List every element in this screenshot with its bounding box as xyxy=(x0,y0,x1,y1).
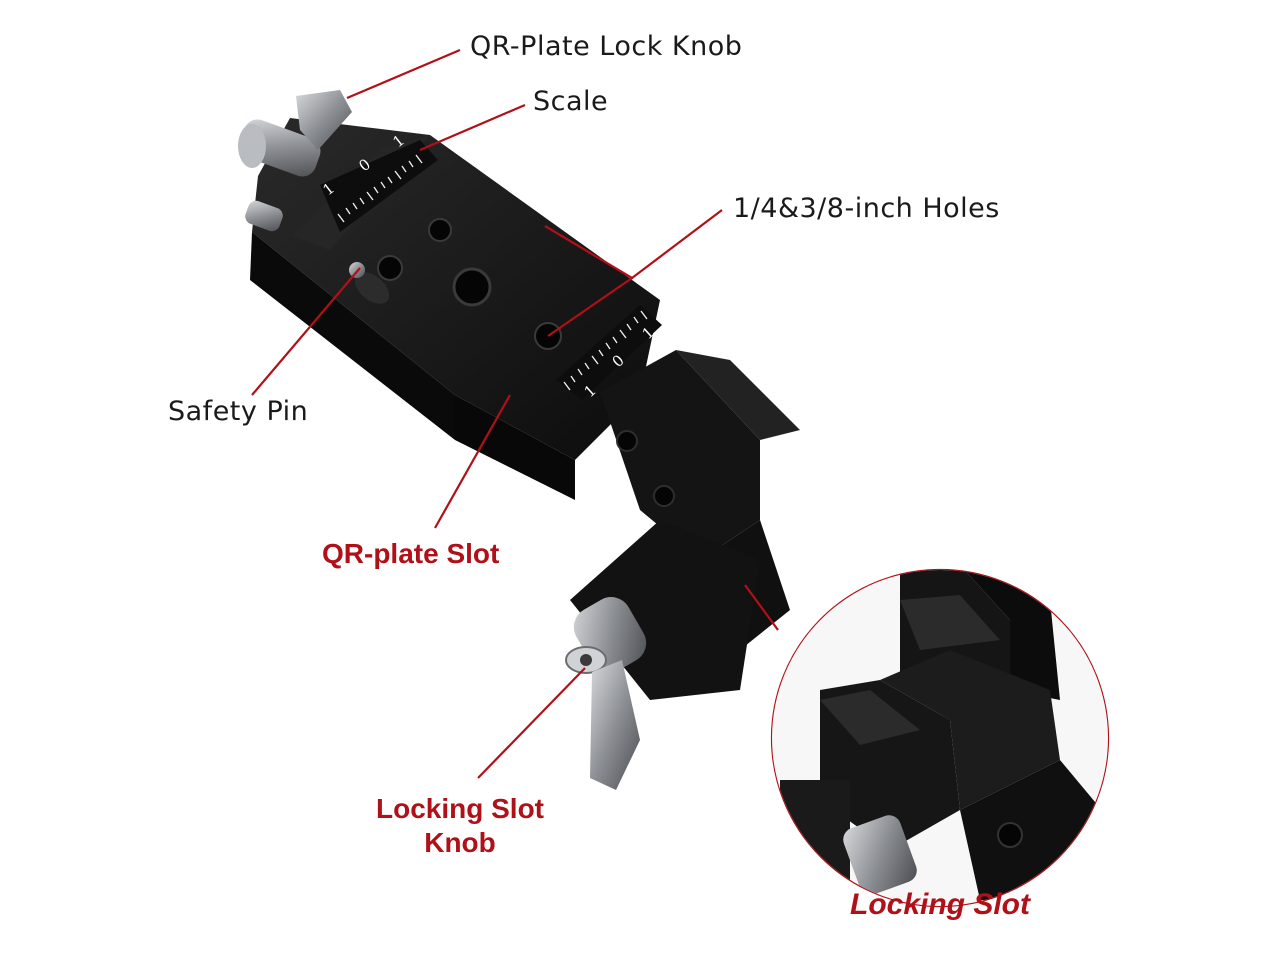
label-locking-slot-knob: Locking Slot Knob xyxy=(365,795,555,857)
leader-scale xyxy=(419,103,526,152)
label-locking-slot: Locking Slot xyxy=(850,888,1030,921)
locking-slot-detail-view xyxy=(770,568,1110,908)
leader-locking-slot-knob xyxy=(477,667,586,779)
leader-locking-slot xyxy=(744,584,779,631)
label-scale: Scale xyxy=(533,86,609,117)
label-holes: 1/4&3/8-inch Holes xyxy=(733,193,1000,224)
top-scale: 1 0 1 xyxy=(319,131,438,232)
leader-lines xyxy=(251,48,779,779)
mounting-holes xyxy=(377,218,675,507)
right-scale: 1 0 1 xyxy=(556,305,662,401)
leader-holes-bracket xyxy=(544,225,635,337)
leader-qr-plate-slot xyxy=(434,394,511,529)
leader-safety-pin xyxy=(251,267,361,396)
label-qr-plate-lock-knob: QR-Plate Lock Knob xyxy=(470,31,743,62)
locking-slot-knob xyxy=(565,597,647,790)
leader-qr-plate-lock-knob xyxy=(346,48,461,100)
label-safety-pin: Safety Pin xyxy=(168,396,309,427)
leader-holes-top xyxy=(631,209,723,279)
label-locking-slot-knob-line1: Locking Slot xyxy=(376,793,544,824)
qr-plate-body xyxy=(250,118,660,500)
label-locking-slot-knob-line2: Knob xyxy=(424,827,496,858)
qr-plate-lock-knob xyxy=(238,90,352,232)
label-qr-plate-slot: QR-plate Slot xyxy=(322,538,500,569)
